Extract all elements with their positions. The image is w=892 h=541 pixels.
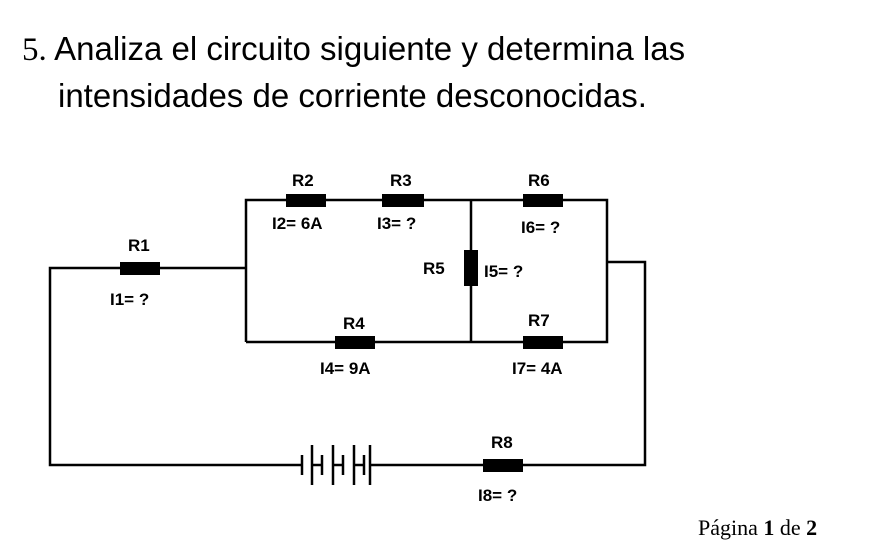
question-text: 5. Analiza el circuito siguiente y deter… — [22, 26, 685, 119]
footer-page-total: 2 — [806, 515, 818, 540]
resistor-r3 — [382, 194, 424, 207]
label-r3: R3 — [390, 171, 412, 190]
footer-page-number: 1 — [763, 515, 775, 540]
resistor-r7 — [523, 336, 563, 349]
battery — [295, 445, 372, 485]
current-i5: I5= ? — [484, 262, 523, 281]
resistor-r8 — [483, 459, 523, 472]
label-r5: R5 — [423, 259, 445, 278]
label-r6: R6 — [528, 171, 550, 190]
resistor-r4 — [335, 336, 375, 349]
current-i3: I3= ? — [377, 214, 416, 233]
current-i7: I7= 4A — [512, 359, 563, 378]
resistor-r1 — [120, 262, 160, 275]
label-r7: R7 — [528, 311, 550, 330]
question-line-1: Analiza el circuito siguiente y determin… — [54, 30, 686, 67]
current-i8: I8= ? — [478, 486, 517, 505]
resistor-r2 — [286, 194, 326, 207]
question-number: 5. — [22, 32, 47, 68]
page-footer: Página 1 de 2 — [698, 515, 817, 541]
label-r2: R2 — [292, 171, 314, 190]
question-line-2: intensidades de corriente desconocidas. — [58, 77, 647, 114]
label-r1: R1 — [128, 236, 150, 255]
resistor-r6 — [523, 194, 563, 207]
current-i2: I2= 6A — [272, 214, 323, 233]
resistor-r5 — [464, 250, 478, 286]
footer-page-word: Página — [698, 515, 758, 540]
current-i4: I4= 9A — [320, 359, 371, 378]
current-i6: I6= ? — [521, 218, 560, 237]
wire-left-loop — [48, 266, 295, 467]
footer-of-word: de — [779, 515, 801, 540]
label-r8: R8 — [491, 433, 513, 452]
wire-parallel-block — [244, 198, 609, 344]
label-r4: R4 — [343, 314, 365, 333]
current-i1: I1= ? — [110, 290, 149, 309]
